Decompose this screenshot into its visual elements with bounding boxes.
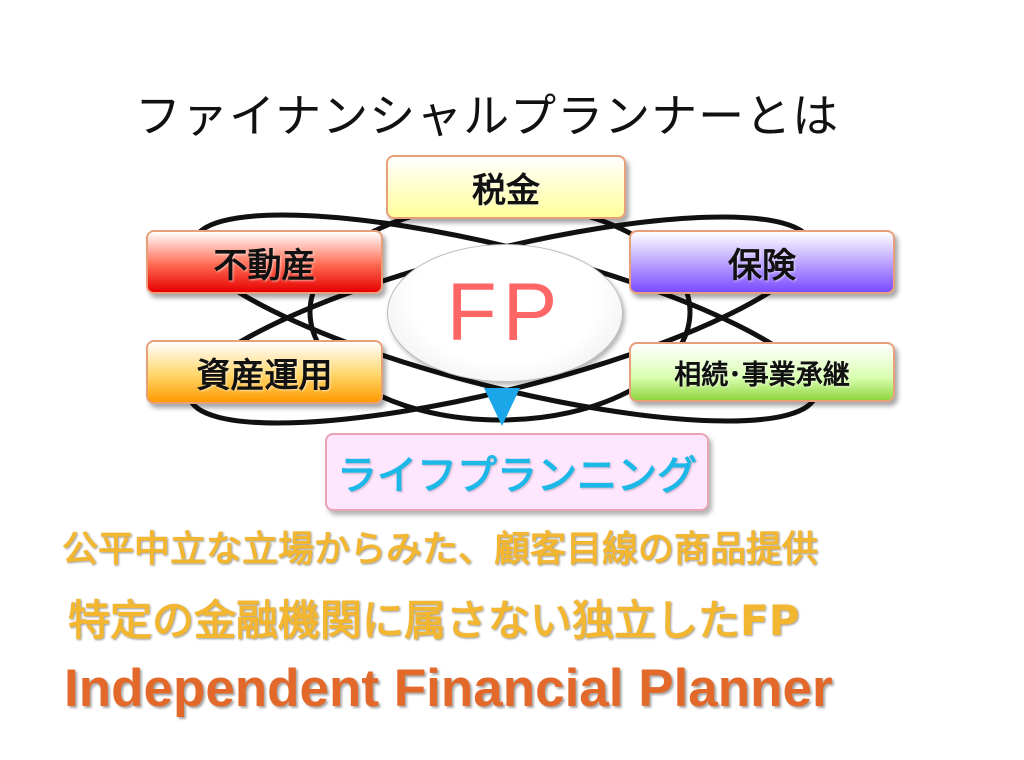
topic-real-estate: 不動産 (146, 230, 383, 294)
down-arrow-icon (484, 388, 520, 426)
life-planning-box: ライフプランニング (325, 433, 709, 511)
topic-succession: 相続･事業承継 (629, 342, 895, 402)
topic-tax: 税金 (386, 155, 626, 219)
statement-independent: 特定の金融機関に属さない独立したFP (68, 596, 800, 645)
statement-neutral: 公平中立な立場からみた、顧客目線の商品提供 (62, 529, 819, 570)
statement-ifp: Independent Financial Planner (64, 659, 833, 718)
fp-center-ellipse: FP (387, 244, 623, 382)
life-planning-label: ライフプランニング (337, 453, 697, 499)
topic-insurance: 保険 (629, 230, 895, 294)
page-title: ファイナンシャルプランナーとは (135, 89, 840, 143)
topic-asset-management: 資産運用 (146, 340, 383, 404)
fp-label: FP (446, 267, 564, 358)
